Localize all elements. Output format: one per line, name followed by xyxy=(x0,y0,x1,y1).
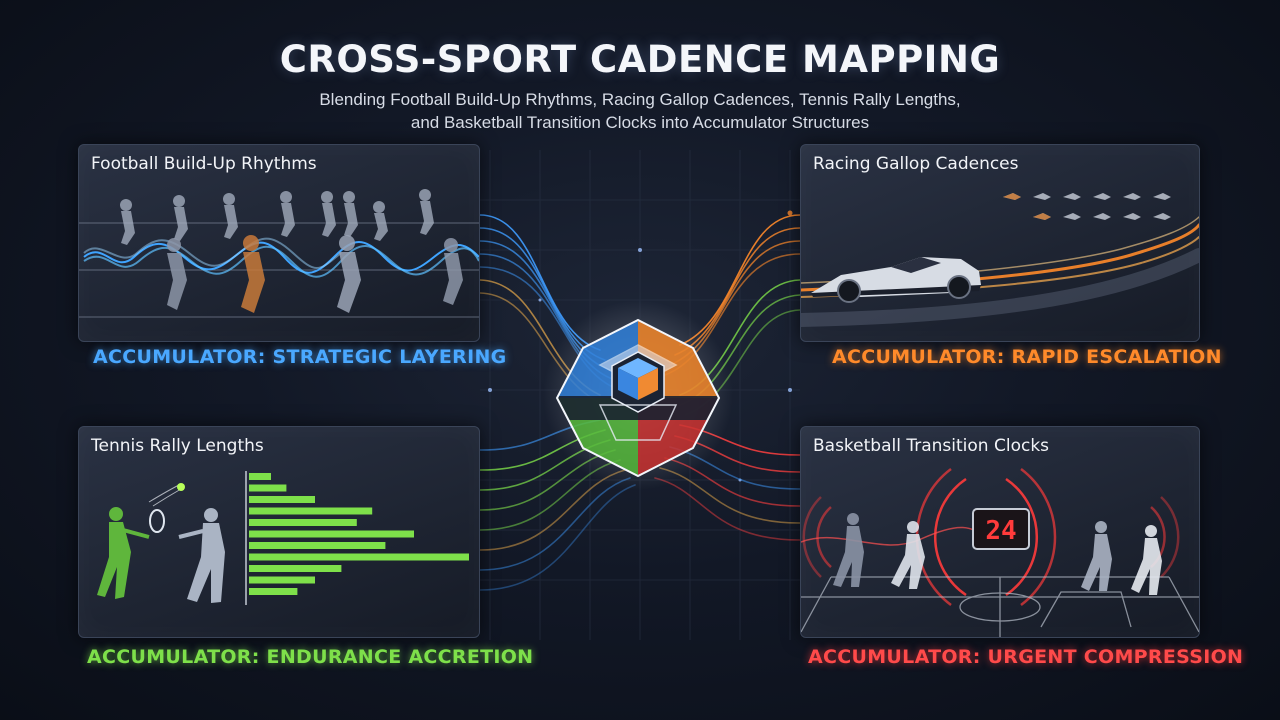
accumulator-label-tennis: ACCUMULATOR: ENDURANCE ACCRETION xyxy=(87,646,534,668)
panel-title-racing: Racing Gallop Cadences xyxy=(813,154,1019,174)
rally-bar xyxy=(249,588,298,595)
rally-bar xyxy=(249,542,386,549)
accumulator-label-football: ACCUMULATOR: STRATEGIC LAYERING xyxy=(93,346,507,368)
rally-bar xyxy=(249,473,271,480)
panel-football: Football Build-Up Rhythms xyxy=(78,144,480,342)
subtitle-line-2: and Basketball Transition Clocks into Ac… xyxy=(410,113,870,132)
rally-bar xyxy=(249,496,315,503)
rally-bars xyxy=(249,473,469,595)
page-title: CROSS-SPORT CADENCE MAPPING xyxy=(279,38,1001,81)
rally-bar xyxy=(249,530,414,538)
panel-title-football: Football Build-Up Rhythms xyxy=(91,154,317,174)
rally-bar xyxy=(249,553,469,561)
rally-bar xyxy=(249,576,315,584)
rally-bar xyxy=(249,484,287,492)
panel-title-tennis: Tennis Rally Lengths xyxy=(91,436,264,456)
rally-bar xyxy=(249,507,373,515)
panel-basketball: Basketball Transition Clocks 24 xyxy=(800,426,1200,638)
panel-tennis: Tennis Rally Lengths xyxy=(78,426,480,638)
rally-bar xyxy=(249,519,357,526)
rally-bar xyxy=(249,565,342,572)
shot-clock-icon: 24 xyxy=(985,516,1016,546)
subtitle-line-1: Blending Football Build-Up Rhythms, Raci… xyxy=(319,90,961,109)
tennis-players-icon xyxy=(97,471,469,605)
football-players-icon xyxy=(79,189,479,318)
accumulator-label-basketball: ACCUMULATOR: URGENT COMPRESSION xyxy=(808,646,1244,668)
basketball-court-illustration: 24 xyxy=(801,468,1199,637)
panel-title-basketball: Basketball Transition Clocks xyxy=(813,436,1050,456)
panel-racing: Racing Gallop Cadences xyxy=(800,144,1200,342)
accumulator-label-racing: ACCUMULATOR: RAPID ESCALATION xyxy=(832,346,1222,368)
race-car-icon xyxy=(801,193,1199,327)
